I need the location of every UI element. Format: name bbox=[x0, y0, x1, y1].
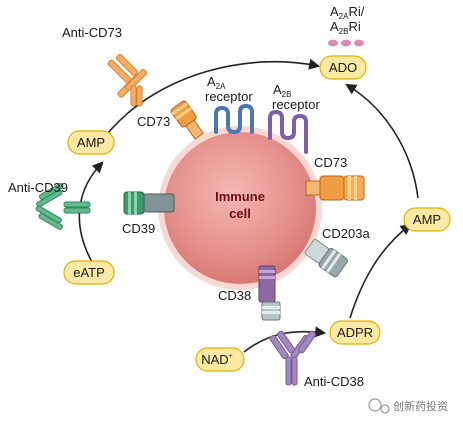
watermark-icon-small bbox=[380, 404, 390, 414]
a2a-receptor-label: A2A receptor bbox=[205, 74, 253, 104]
inhibitor-molecule-1 bbox=[328, 39, 338, 47]
anti-cd38-antibody-icon bbox=[269, 330, 317, 386]
a2b-receptor-icon bbox=[268, 109, 308, 154]
ado-label: ADO bbox=[329, 60, 357, 75]
a2a-word: receptor bbox=[205, 89, 253, 104]
inh2-sub: 2B bbox=[339, 27, 349, 36]
inh1-b: Ri/ bbox=[348, 4, 364, 19]
a2a-sub: 2A bbox=[216, 82, 226, 91]
arrow-nad-to-adpr bbox=[243, 326, 327, 353]
cd39-label: CD39 bbox=[122, 221, 155, 236]
inh1-sub: 2A bbox=[339, 12, 349, 21]
cd39-enzyme-icon bbox=[123, 191, 175, 215]
anti-cd73-label: Anti-CD73 bbox=[62, 25, 122, 40]
node-adpr: ADPR bbox=[329, 320, 381, 345]
a2a-receptor-icon bbox=[214, 103, 254, 135]
node-amp-right: AMP bbox=[403, 207, 451, 232]
cell-label-line1: Immune bbox=[215, 189, 265, 204]
cell-body bbox=[164, 132, 316, 284]
inh1-a: A bbox=[330, 4, 339, 19]
cd203a-enzyme-icon bbox=[304, 238, 348, 278]
arrow-adpr-to-amp bbox=[349, 223, 412, 319]
a2b-title: A2B bbox=[273, 82, 291, 99]
eatp-label: eATP bbox=[73, 265, 105, 280]
amp-left-label: AMP bbox=[77, 135, 105, 150]
arrow-amp-right-to-ado bbox=[345, 83, 419, 199]
inhibitor-line1: A2ARi/ bbox=[330, 4, 365, 21]
anti-cd39-label: Anti-CD39 bbox=[8, 180, 68, 195]
node-amp-left: AMP bbox=[67, 130, 115, 155]
a2b-sub: 2B bbox=[282, 90, 292, 99]
cd38-enzyme-icon bbox=[258, 265, 281, 321]
node-eatp: eATP bbox=[63, 260, 115, 285]
cd73-left-enzyme-icon bbox=[170, 100, 204, 140]
inhibitor-line2: A2BRi bbox=[330, 19, 361, 36]
inhibitor-molecule-3 bbox=[354, 39, 364, 47]
cd203a-label: CD203a bbox=[322, 226, 370, 241]
adpr-label: ADPR bbox=[337, 325, 373, 340]
cd38-label: CD38 bbox=[218, 288, 251, 303]
inhibitor-label: A2ARi/ A2BRi bbox=[328, 4, 365, 47]
anti-cd73-antibody-icon bbox=[107, 54, 147, 107]
a2b-receptor-label: A2B receptor bbox=[272, 82, 320, 112]
nad-superscript: + bbox=[229, 353, 233, 360]
inh2-b: Ri bbox=[348, 19, 360, 34]
a2b-word: receptor bbox=[272, 97, 320, 112]
node-nad: NAD+ bbox=[195, 347, 245, 372]
arrow-amp-to-ado bbox=[107, 58, 321, 134]
inh2-a: A bbox=[330, 19, 339, 34]
a2a-main: A bbox=[207, 74, 216, 89]
watermark-text: 创新药投资 bbox=[393, 399, 448, 413]
watermark: 创新药投资 bbox=[368, 398, 448, 414]
nad-text: NAD bbox=[201, 352, 228, 367]
node-ado: ADO bbox=[319, 55, 367, 80]
a2b-main: A bbox=[273, 82, 282, 97]
amp-right-label: AMP bbox=[413, 212, 441, 227]
anti-cd39-antibody-icon bbox=[35, 183, 91, 230]
a2a-title: A2A bbox=[207, 74, 226, 91]
cd73-left-label: CD73 bbox=[137, 114, 170, 129]
cell-label-line2: cell bbox=[229, 206, 251, 221]
inhibitor-molecule-2 bbox=[341, 39, 351, 47]
watermark-icon bbox=[368, 398, 382, 412]
cd73-right-label: CD73 bbox=[314, 155, 347, 170]
nad-label: NAD+ bbox=[201, 352, 233, 367]
cd73-right-enzyme-icon bbox=[305, 175, 365, 201]
immune-cell: Immune cell bbox=[158, 126, 322, 290]
anti-cd38-label: Anti-CD38 bbox=[304, 374, 364, 389]
